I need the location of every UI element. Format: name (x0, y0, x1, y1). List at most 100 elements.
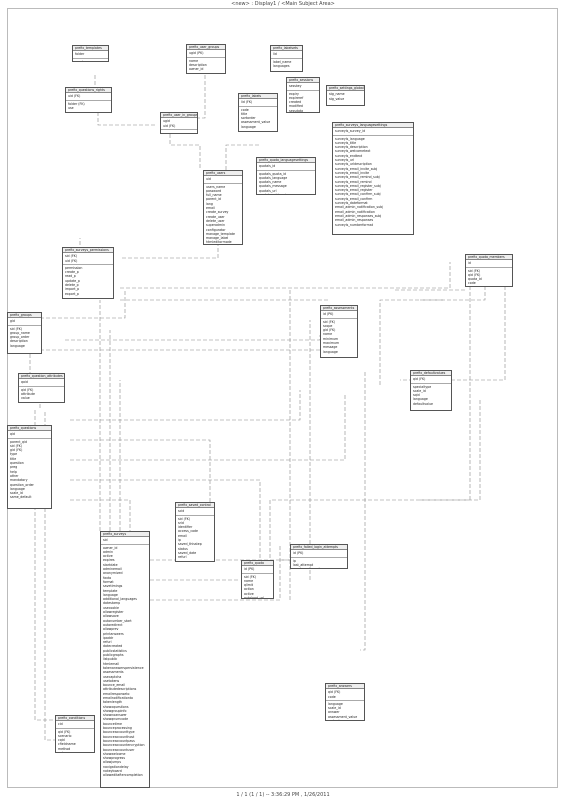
column: datestamp (103, 601, 121, 606)
primary-key-section: id (PK) (291, 550, 347, 558)
column: surveyls_url (335, 158, 355, 163)
primary-key-section: cid (56, 721, 94, 729)
pk-column: id (468, 261, 471, 266)
column: same_default (10, 495, 32, 500)
column: bouncetime (103, 721, 122, 726)
column: minimum (323, 336, 339, 341)
column: showwelcome (103, 751, 126, 756)
column: tokenanswerspersistence (103, 665, 144, 670)
column-list: qid (FK)scenariocqidcfieldnamemethodvalu… (56, 729, 94, 752)
column: language (323, 349, 338, 354)
column: surveyls_email_remind_subj (335, 175, 380, 180)
column: qid (FK) (21, 387, 34, 392)
column: created (289, 100, 302, 105)
table-name: prefix_questions (8, 426, 51, 432)
primary-key-section: gid (8, 318, 41, 326)
pk-column: qaid (21, 380, 28, 385)
column: alloweditaftercompletion (103, 773, 143, 778)
table-name: prefix_surveys_permissions (63, 248, 113, 254)
column: bounceaccountpass (103, 738, 135, 743)
column: surveyls_email_register_subj (335, 183, 381, 188)
column: surveyls_email_invite (335, 170, 370, 175)
column: bounceaccountuser (103, 747, 135, 752)
primary-key-section: uid (FK) (66, 93, 111, 101)
column: savetimings (103, 584, 123, 589)
column: method (58, 746, 71, 751)
column: scale_id (10, 491, 23, 496)
column: surveyls_email_confirm_subj (335, 192, 381, 197)
primary-key-section: sid (101, 537, 149, 545)
column: anonymized (103, 571, 123, 576)
column: sqid (413, 393, 420, 398)
column: bounce_email (103, 683, 126, 688)
column: read_p (65, 274, 76, 279)
column: assessment_value (328, 714, 358, 719)
column: attribute (21, 391, 35, 396)
primary-key-section: qid (8, 431, 51, 439)
column: qid (FK) (58, 729, 71, 734)
column: sid (FK) (244, 574, 256, 579)
pk-column: lid (FK) (241, 100, 253, 105)
column: autoload_url (244, 596, 264, 599)
column: scale_id (328, 706, 341, 711)
column: showxquestions (103, 704, 129, 709)
column: active (244, 591, 254, 596)
column: bounceaccounttype (103, 730, 135, 735)
primary-key-section: id (PK) (242, 566, 273, 574)
column: refurl (178, 555, 187, 560)
column: manage_label (206, 236, 229, 241)
pk-column: uid (FK) (65, 258, 78, 263)
pk-column: id (PK) (244, 567, 255, 572)
column: language (103, 592, 118, 597)
table-name: prefix_failed_login_attempts (291, 545, 347, 551)
pk-column: sid (103, 538, 108, 543)
column-list: folder (FK)use (66, 101, 111, 112)
column: create_p (65, 270, 79, 275)
column: shownoanswer (103, 713, 127, 718)
table-name: prefix_defaultvalues (411, 371, 451, 377)
column: delete_p (65, 283, 79, 288)
table-name: prefix_labels (239, 94, 277, 100)
column: title (241, 111, 248, 116)
pk-column: cid (58, 722, 63, 727)
table-name: prefix_groups (8, 313, 41, 319)
column: allowregister (103, 610, 124, 615)
table-name: prefix_labelsets (271, 46, 302, 52)
column: password (206, 188, 222, 193)
column: language (328, 701, 343, 706)
table-name: prefix_question_attributes (19, 374, 64, 380)
column: use (68, 105, 74, 110)
column: ip (178, 538, 181, 543)
column: bounceprocessing (103, 726, 132, 731)
column: listpublic (103, 657, 118, 662)
column: showqnumcode (103, 717, 129, 722)
